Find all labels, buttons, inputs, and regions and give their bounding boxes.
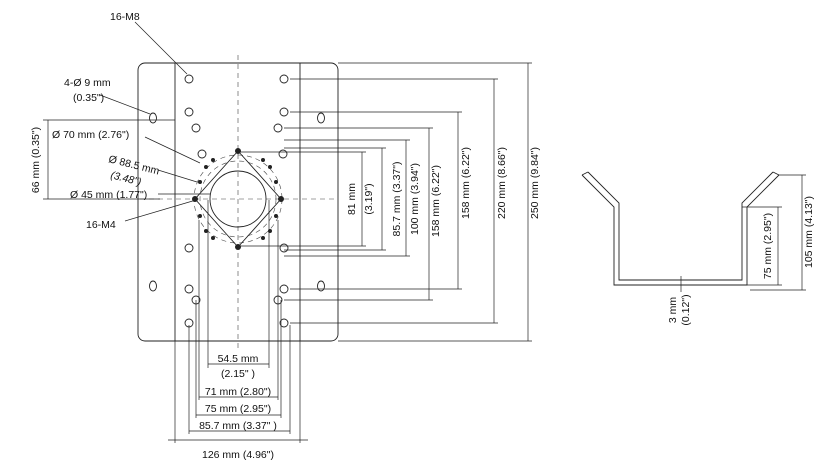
label-v100: 100 mm (3.94") bbox=[409, 163, 421, 235]
m8-hole bbox=[184, 243, 194, 253]
label-h71: 71 mm (2.80") bbox=[205, 386, 271, 398]
front-view bbox=[137, 55, 339, 350]
label-v220: 220 mm (8.66") bbox=[496, 147, 508, 219]
m4-hole bbox=[261, 158, 265, 162]
m8-hole bbox=[191, 123, 201, 133]
label-h126: 126 mm (4.96") bbox=[202, 449, 274, 461]
m4-hole bbox=[204, 165, 208, 169]
profile-end bbox=[581, 171, 589, 176]
m4-hole bbox=[268, 165, 272, 169]
m8-hole bbox=[279, 243, 289, 253]
label-v158a: 158 mm (6.22") bbox=[430, 165, 442, 237]
m8-hole bbox=[279, 318, 289, 328]
m4-hole bbox=[274, 180, 278, 184]
label-v81-in: (3.19") bbox=[363, 183, 375, 214]
label-m8: 16-M8 bbox=[110, 11, 140, 23]
m4-hole bbox=[268, 229, 272, 233]
m4-hole bbox=[278, 196, 284, 202]
m8-hole bbox=[279, 284, 289, 294]
center-hole bbox=[209, 170, 267, 228]
m8-holes bbox=[184, 74, 289, 328]
label-s75: 75 mm (2.95") bbox=[762, 213, 774, 279]
leaders bbox=[99, 21, 210, 222]
leader-d70 bbox=[144, 136, 201, 164]
label-s3-in: (0.12") bbox=[680, 294, 692, 325]
side-hole bbox=[149, 280, 157, 292]
m4-hole bbox=[204, 229, 208, 233]
m8-hole bbox=[279, 107, 289, 117]
m8-hole bbox=[184, 74, 194, 84]
label-v66: 66 mm (0.35") bbox=[30, 127, 42, 193]
label-s105: 105 mm (4.13") bbox=[803, 196, 815, 268]
label-d70: Ø 70 mm (2.76") bbox=[52, 129, 129, 141]
label-h75: 75 mm (2.95") bbox=[205, 403, 271, 415]
label-v158b: 158 mm (6.22") bbox=[460, 147, 472, 219]
m4-hole bbox=[198, 180, 202, 184]
m4-hole bbox=[211, 236, 215, 240]
m4-hole bbox=[261, 236, 265, 240]
leader-m8 bbox=[134, 21, 188, 75]
side-hole bbox=[317, 280, 325, 292]
nine-mm-holes bbox=[149, 112, 325, 292]
m8-hole bbox=[279, 74, 289, 84]
side-hole bbox=[317, 112, 325, 124]
label-h545: 54.5 mm bbox=[218, 353, 259, 365]
m8-hole bbox=[184, 107, 194, 117]
label-h545-in: (2.15" ) bbox=[221, 368, 255, 380]
profile-end bbox=[772, 171, 780, 176]
label-v250: 250 mm (9.84") bbox=[529, 147, 541, 219]
label-hole-dia-in: (0.35") bbox=[73, 92, 104, 104]
label-h857: 85.7 mm (3.37" ) bbox=[199, 420, 277, 432]
leader-hole-dia bbox=[99, 94, 151, 115]
bracket-profile-outer bbox=[581, 174, 780, 286]
right-dimensions bbox=[240, 62, 532, 342]
label-hole-dia: 4-Ø 9 mm bbox=[64, 77, 111, 89]
m4-hole bbox=[211, 158, 215, 162]
side-hole bbox=[149, 112, 157, 124]
label-m4: 16-M4 bbox=[86, 219, 116, 231]
label-s3: 3 mm bbox=[667, 297, 679, 324]
plate-outline bbox=[137, 62, 339, 342]
m4-hole bbox=[274, 214, 278, 218]
labels: 16-M8 4-Ø 9 mm (0.35") Ø 70 mm (2.76") Ø… bbox=[30, 11, 815, 461]
label-v81: 81 mm bbox=[346, 183, 358, 215]
m4-hole bbox=[198, 214, 202, 218]
label-v857: 85.7 mm (3.37") bbox=[391, 162, 403, 237]
m4-hole bbox=[235, 244, 241, 250]
label-d45: Ø 45 mm (1.77") bbox=[70, 189, 147, 201]
dim-66 bbox=[43, 119, 175, 200]
bottom-dimensions bbox=[168, 200, 308, 443]
pitch-circle-inner bbox=[199, 160, 277, 238]
m8-hole bbox=[184, 284, 194, 294]
m8-hole bbox=[273, 123, 283, 133]
bracket-profile-inner bbox=[587, 171, 774, 281]
m8-hole bbox=[278, 149, 288, 159]
leader-m4 bbox=[124, 199, 197, 222]
side-view bbox=[581, 171, 806, 292]
m8-hole bbox=[197, 149, 207, 159]
leader-d885 bbox=[157, 169, 198, 183]
m4-hole bbox=[235, 148, 241, 154]
